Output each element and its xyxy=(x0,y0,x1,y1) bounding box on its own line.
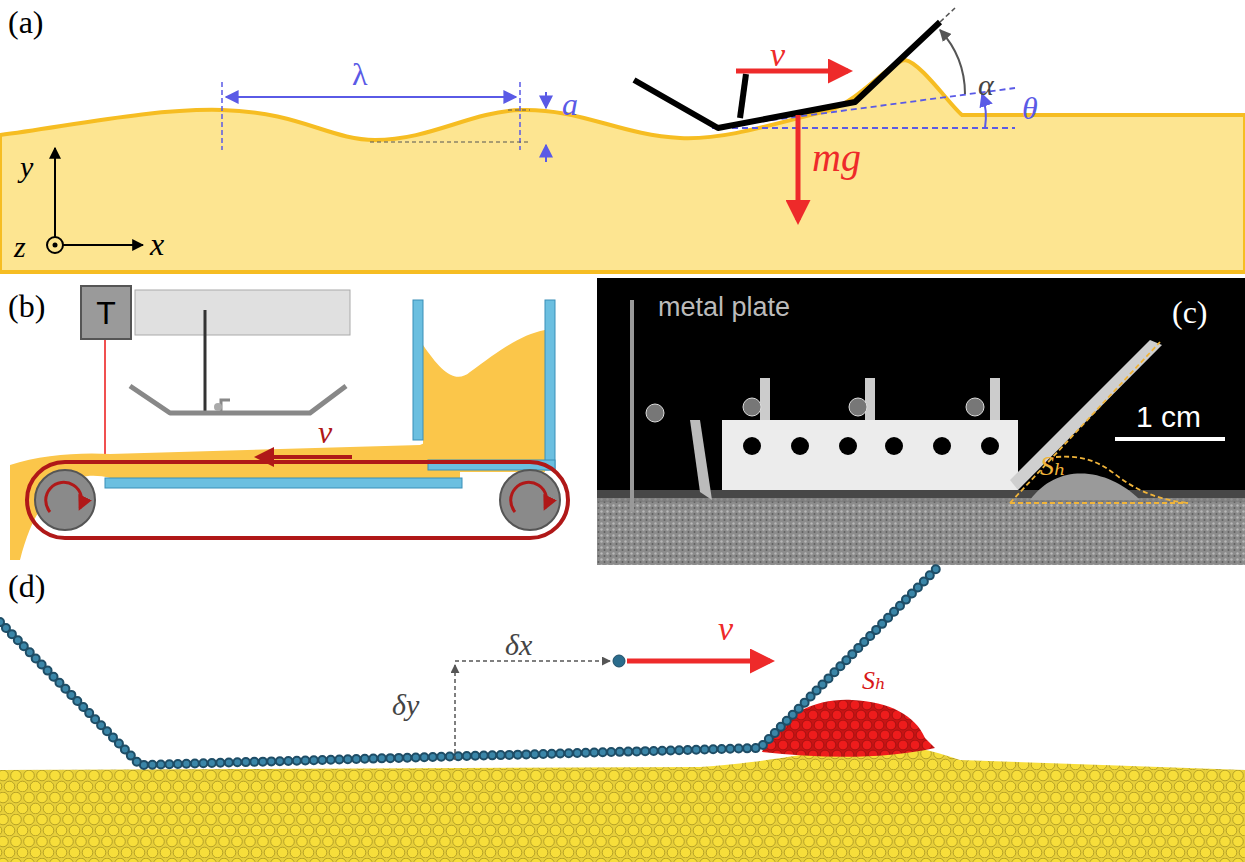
panel-label: λ xyxy=(352,58,368,90)
panel-label: (b) xyxy=(8,290,45,322)
panel-label: v xyxy=(318,416,332,448)
panel-label: (d) xyxy=(8,570,45,602)
panel-label: Sₕ xyxy=(862,668,886,694)
panel-label: mg xyxy=(812,138,861,178)
panel-label: a xyxy=(562,88,578,120)
panel-label: 1 cm xyxy=(1136,402,1201,432)
panel-label: θ xyxy=(1022,92,1038,124)
box-label: T xyxy=(96,297,116,329)
panel-label: v xyxy=(718,612,733,646)
panel-label: Sₕ xyxy=(1040,452,1066,480)
panel-label: z xyxy=(14,232,26,262)
panel-label: δx xyxy=(505,630,532,660)
panel-label: (c) xyxy=(1172,296,1208,328)
panel-label: x xyxy=(150,228,164,260)
panel-label: δy xyxy=(392,690,419,720)
panel-label: α xyxy=(978,70,994,100)
panel-label: y xyxy=(20,152,33,182)
panel-label: (a) xyxy=(8,6,44,38)
panel-label: v xyxy=(770,38,785,72)
panel-label: metal plate xyxy=(658,294,790,321)
tensiometer-box: T xyxy=(80,285,132,340)
